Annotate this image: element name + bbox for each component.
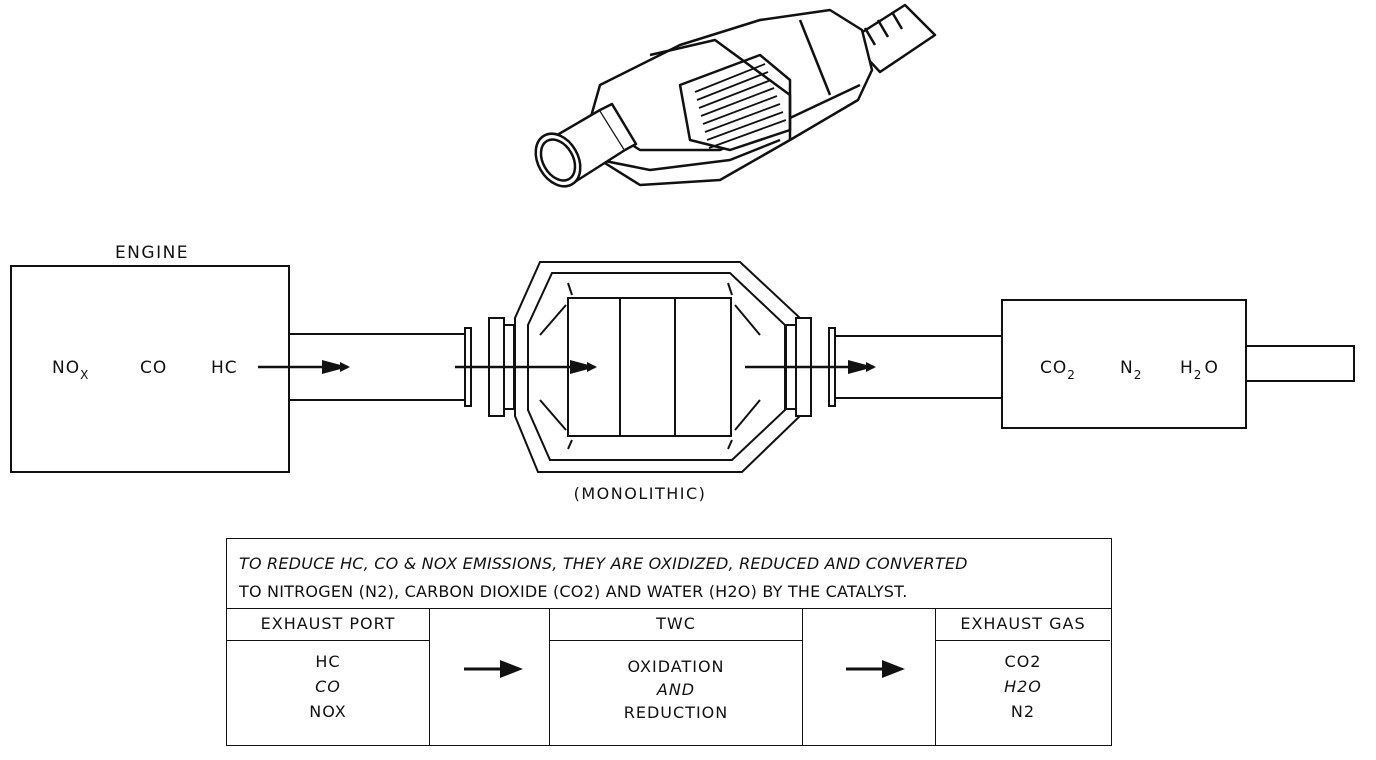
list-item: REDUCTION <box>623 703 729 722</box>
summary-note: TO REDUCE HC, CO & NOX EMISSIONS, THEY A… <box>227 539 1111 609</box>
flow-arrowhead <box>848 360 874 374</box>
flow-arrowhead <box>570 360 596 374</box>
list-item: AND <box>656 680 696 699</box>
engine-title: ENGINE <box>115 243 189 263</box>
engine-gas-hc: HC <box>211 358 238 378</box>
summary-table: TO REDUCE HC, CO & NOX EMISSIONS, THEY A… <box>226 538 1112 746</box>
outlet-gas-co2: CO2 <box>1040 358 1076 382</box>
catalytic-converter-illustration <box>534 3 937 188</box>
flow-arrowhead <box>322 360 348 374</box>
outlet-box <box>1001 299 1355 429</box>
engine-gas-nox: NOX <box>52 358 89 382</box>
arrow-cell-2 <box>803 609 936 745</box>
summary-note-line-2: TO NITROGEN (N2), CARBON DIOXIDE (CO2) A… <box>239 582 908 601</box>
outlet-pipe <box>835 335 1002 399</box>
list-item: OXIDATION <box>627 657 725 676</box>
column-header: TWC <box>550 609 802 641</box>
list-item: CO <box>315 677 341 696</box>
list-item: NOX <box>309 702 347 721</box>
summary-note-line-1: TO REDUCE HC, CO & NOX EMISSIONS, THEY A… <box>239 554 968 573</box>
column-twc: TWC OXIDATION AND REDUCTION <box>550 609 803 745</box>
engine-block <box>10 265 290 473</box>
list-item: CO2 <box>1004 652 1042 671</box>
table-arrow-1 <box>464 660 523 678</box>
outlet-gas-n2: N2 <box>1120 358 1142 382</box>
column-exhaust-port: EXHAUST PORT HC CO NOX <box>227 609 430 745</box>
inlet-pipe <box>289 333 470 401</box>
column-header: EXHAUST PORT <box>227 609 429 641</box>
arrow-cell-1 <box>430 609 550 745</box>
list-item: HC <box>315 652 341 671</box>
list-item: N2 <box>1010 702 1036 721</box>
engine-gas-co: CO <box>140 358 167 378</box>
flow-arrows <box>258 360 876 374</box>
table-arrow-2 <box>846 660 905 678</box>
converter-caption: (MONOLITHIC) <box>574 484 707 503</box>
converter-cross-section <box>464 261 836 473</box>
column-exhaust-gas: EXHAUST GAS CO2 H2O N2 <box>936 609 1110 745</box>
list-item: H2O <box>1004 677 1042 696</box>
column-header: EXHAUST GAS <box>936 609 1110 641</box>
